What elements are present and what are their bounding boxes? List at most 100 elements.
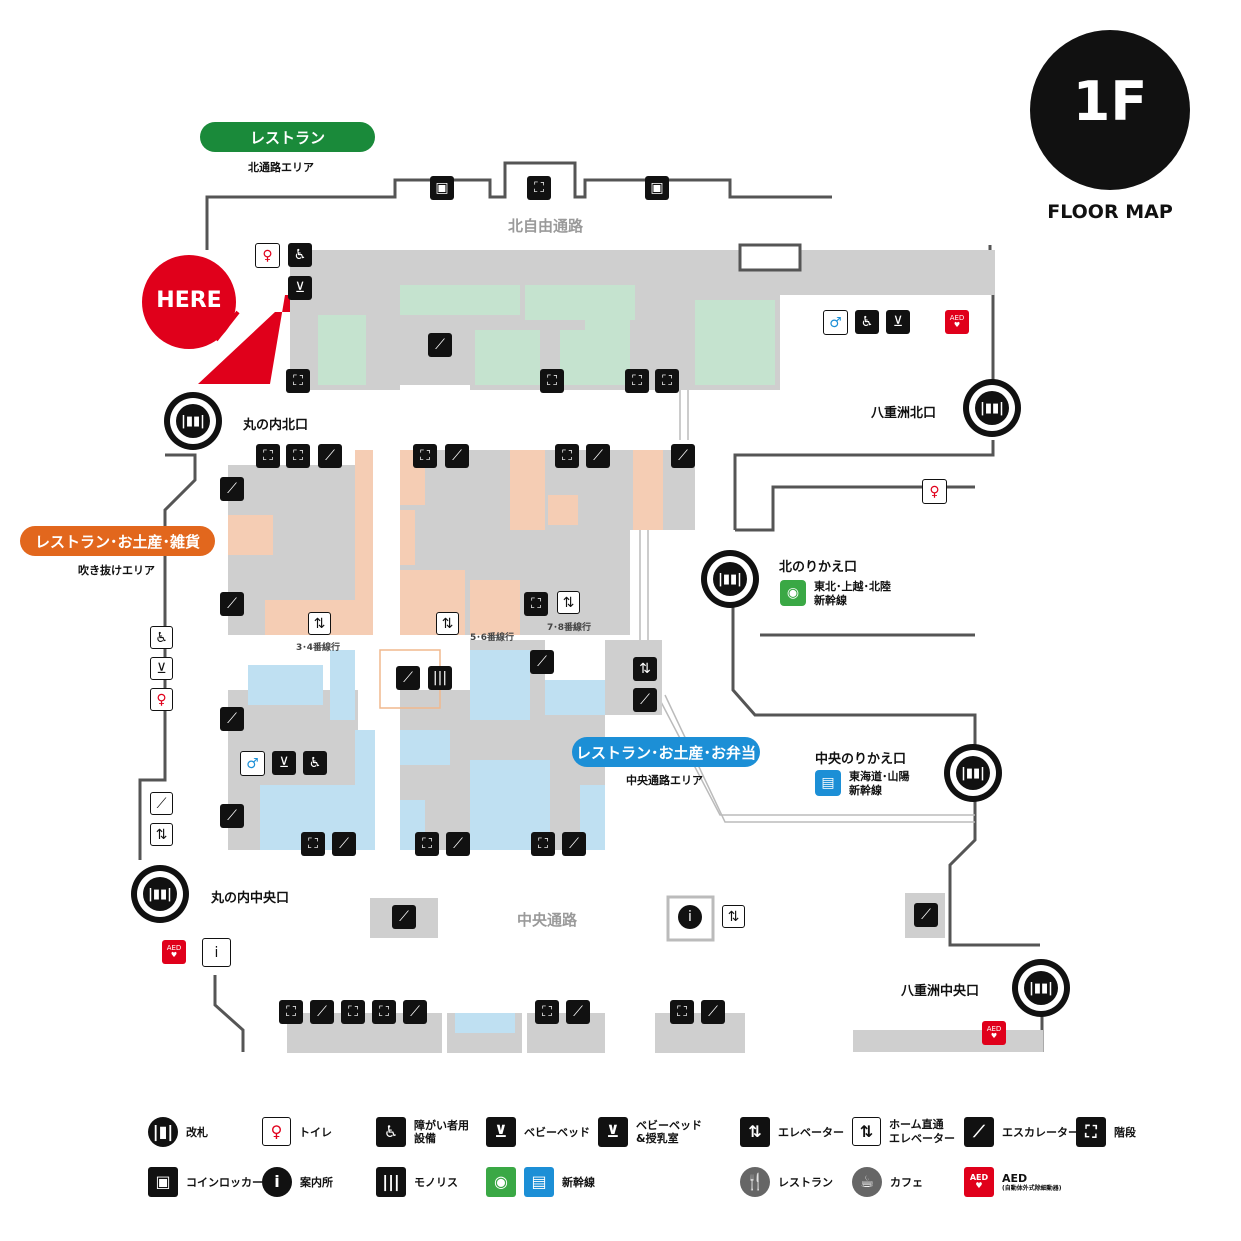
escalator-icon[interactable]: ⟋ xyxy=(701,1000,725,1024)
escalator-icon[interactable]: ⟋ xyxy=(633,688,657,712)
aed-icon[interactable]: AED♥ xyxy=(162,940,186,964)
monolith-icon: ||| xyxy=(376,1167,406,1197)
escalator-icon[interactable]: ⟋ xyxy=(318,444,342,468)
stairs-icon[interactable]: ⛶ xyxy=(413,444,437,468)
escalator-icon[interactable]: ⟋ xyxy=(586,444,610,468)
shinkansen-green-icon: ◉ xyxy=(486,1167,516,1197)
toilet-icon[interactable]: ♀ xyxy=(255,243,280,268)
escalator-icon[interactable]: ⟋ xyxy=(220,592,244,616)
escalator-icon[interactable]: ⟋ xyxy=(332,832,356,856)
stairs-icon[interactable]: ⛶ xyxy=(625,369,649,393)
nursing-room-icon: ⊻ xyxy=(598,1117,628,1147)
gate-yaesu-north-label: 八重洲北口 xyxy=(871,406,937,421)
center-zone-pill: レストラン･お土産･お弁当 xyxy=(572,737,760,767)
baby-bed-icon: ⊻ xyxy=(486,1117,516,1147)
escalator-icon[interactable]: ⟋ xyxy=(220,477,244,501)
stairs-icon[interactable]: ⛶ xyxy=(540,369,564,393)
stairs-icon: ⛶ xyxy=(1076,1117,1106,1147)
stairs-icon[interactable]: ⛶ xyxy=(372,1000,396,1024)
elevator-icon[interactable]: ⇅ xyxy=(722,905,745,928)
coin-locker-icon[interactable]: ▣ xyxy=(645,176,669,200)
escalator-icon[interactable]: ⟋ xyxy=(445,444,469,468)
stairs-icon[interactable]: ⛶ xyxy=(670,1000,694,1024)
escalator-icon[interactable]: ⟋ xyxy=(220,707,244,731)
stairs-icon[interactable]: ⛶ xyxy=(535,1000,559,1024)
toilet-icon[interactable]: ♂ xyxy=(240,751,265,776)
north-zone-pill: レストラン xyxy=(200,122,375,152)
stairs-icon[interactable]: ⛶ xyxy=(286,369,310,393)
gate-marunouchi-central[interactable]: |▮▮| xyxy=(131,865,189,923)
platform-elevator-icon[interactable]: ⇅ xyxy=(557,591,580,614)
toilet-icon[interactable]: ♂ xyxy=(823,310,848,335)
toilet-icon[interactable]: ♀ xyxy=(922,479,947,504)
aed-icon[interactable]: AED♥ xyxy=(945,310,969,334)
legend-locker: ▣コインロッカー xyxy=(148,1167,263,1197)
stairs-icon[interactable]: ⛶ xyxy=(524,592,548,616)
gate-north-transfer[interactable]: |▮▮| xyxy=(701,550,759,608)
north-shops xyxy=(318,285,775,385)
escalator-icon[interactable]: ⟋ xyxy=(530,650,554,674)
gate-central-transfer[interactable]: |▮▮| xyxy=(944,744,1002,802)
aed-icon[interactable]: AED♥ xyxy=(982,1021,1006,1045)
platform-7-8-label: 7･8番線行 xyxy=(547,623,592,633)
legend-monolith: |||モノリス xyxy=(376,1167,458,1197)
current-location-marker xyxy=(198,295,290,384)
escalator-icon[interactable]: ⟋ xyxy=(428,333,452,357)
platform-elevator-icon[interactable]: ⇅ xyxy=(436,612,459,635)
gate-yaesu-north[interactable]: |▮▮| xyxy=(963,379,1021,437)
escalator-icon[interactable]: ⟋ xyxy=(562,832,586,856)
toilet-icon[interactable]: ♀ xyxy=(150,688,173,711)
wheelchair-icon[interactable]: ♿ xyxy=(288,243,312,267)
escalator-icon[interactable]: ⟋ xyxy=(403,1000,427,1024)
stairs-icon[interactable]: ⛶ xyxy=(655,369,679,393)
center-zone-area: 中央通路エリア xyxy=(626,774,703,787)
coin-locker-icon[interactable]: ▣ xyxy=(430,176,454,200)
escalator-icon[interactable]: ⟋ xyxy=(220,804,244,828)
elevator-icon[interactable]: ⇅ xyxy=(150,823,173,846)
escalator-icon[interactable]: ⟋ xyxy=(392,905,416,929)
baby-bed-icon[interactable]: ⊻ xyxy=(288,276,312,300)
stairs-icon[interactable]: ⛶ xyxy=(286,444,310,468)
stairs-icon[interactable]: ⛶ xyxy=(415,832,439,856)
wheelchair-icon[interactable]: ♿ xyxy=(150,626,173,649)
info-icon[interactable]: i xyxy=(678,905,702,929)
elevator-icon[interactable]: ⇅ xyxy=(633,657,657,681)
stairs-icon[interactable]: ⛶ xyxy=(301,832,325,856)
escalator-icon[interactable]: ⟋ xyxy=(566,1000,590,1024)
shinkansen-north-lines: 東北･上越･北陸新幹線 xyxy=(814,580,891,608)
legend-restaurant: 🍴レストラン xyxy=(740,1167,833,1197)
platform-elevator-icon[interactable]: ⇅ xyxy=(308,612,331,635)
wheelchair-icon[interactable]: ♿ xyxy=(303,751,327,775)
floor-number: 1F xyxy=(1072,70,1148,133)
legend-elevator: ⇅エレベーター xyxy=(740,1117,844,1147)
west-zone-pill: レストラン･お土産･雑貨 xyxy=(20,526,215,556)
wheelchair-icon[interactable]: ♿ xyxy=(855,310,879,334)
baby-bed-icon[interactable]: ⊻ xyxy=(272,751,296,775)
stairs-icon[interactable]: ⛶ xyxy=(531,832,555,856)
legend-platform-elevator: ⇅ホーム直通エレベーター xyxy=(852,1117,955,1146)
escalator-icon[interactable]: ⟋ xyxy=(396,666,420,690)
baby-bed-icon[interactable]: ⊻ xyxy=(886,310,910,334)
stairs-icon[interactable]: ⛶ xyxy=(555,444,579,468)
gate-marunouchi-north[interactable]: |▮▮| xyxy=(164,392,222,450)
legend-accessible: ♿障がい者用設備 xyxy=(376,1117,469,1147)
north-zone-area: 北通路エリア xyxy=(248,161,314,174)
escalator-icon[interactable]: ⟋ xyxy=(446,832,470,856)
gate-yaesu-central[interactable]: |▮▮| xyxy=(1012,959,1070,1017)
stairs-icon[interactable]: ⛶ xyxy=(279,1000,303,1024)
escalator-icon[interactable]: ⟋ xyxy=(150,792,173,815)
escalator-icon[interactable]: ⟋ xyxy=(310,1000,334,1024)
info-icon[interactable]: i xyxy=(202,938,231,967)
legend-aed: AED♥ AED(自動体外式除細動器) xyxy=(964,1167,1062,1197)
central-passage-label: 中央通路 xyxy=(517,911,578,929)
stairs-icon[interactable]: ⛶ xyxy=(256,444,280,468)
stairs-icon[interactable]: ⛶ xyxy=(527,176,551,200)
stairs-icon[interactable]: ⛶ xyxy=(341,1000,365,1024)
escalator-icon[interactable]: ⟋ xyxy=(914,903,938,927)
baby-bed-icon[interactable]: ⊻ xyxy=(150,657,173,680)
escalator-icon[interactable]: ⟋ xyxy=(671,444,695,468)
info-icon: i xyxy=(262,1167,292,1197)
cafe-icon: ☕ xyxy=(852,1167,882,1197)
ticket-gate-icon: |▮| xyxy=(148,1117,178,1147)
